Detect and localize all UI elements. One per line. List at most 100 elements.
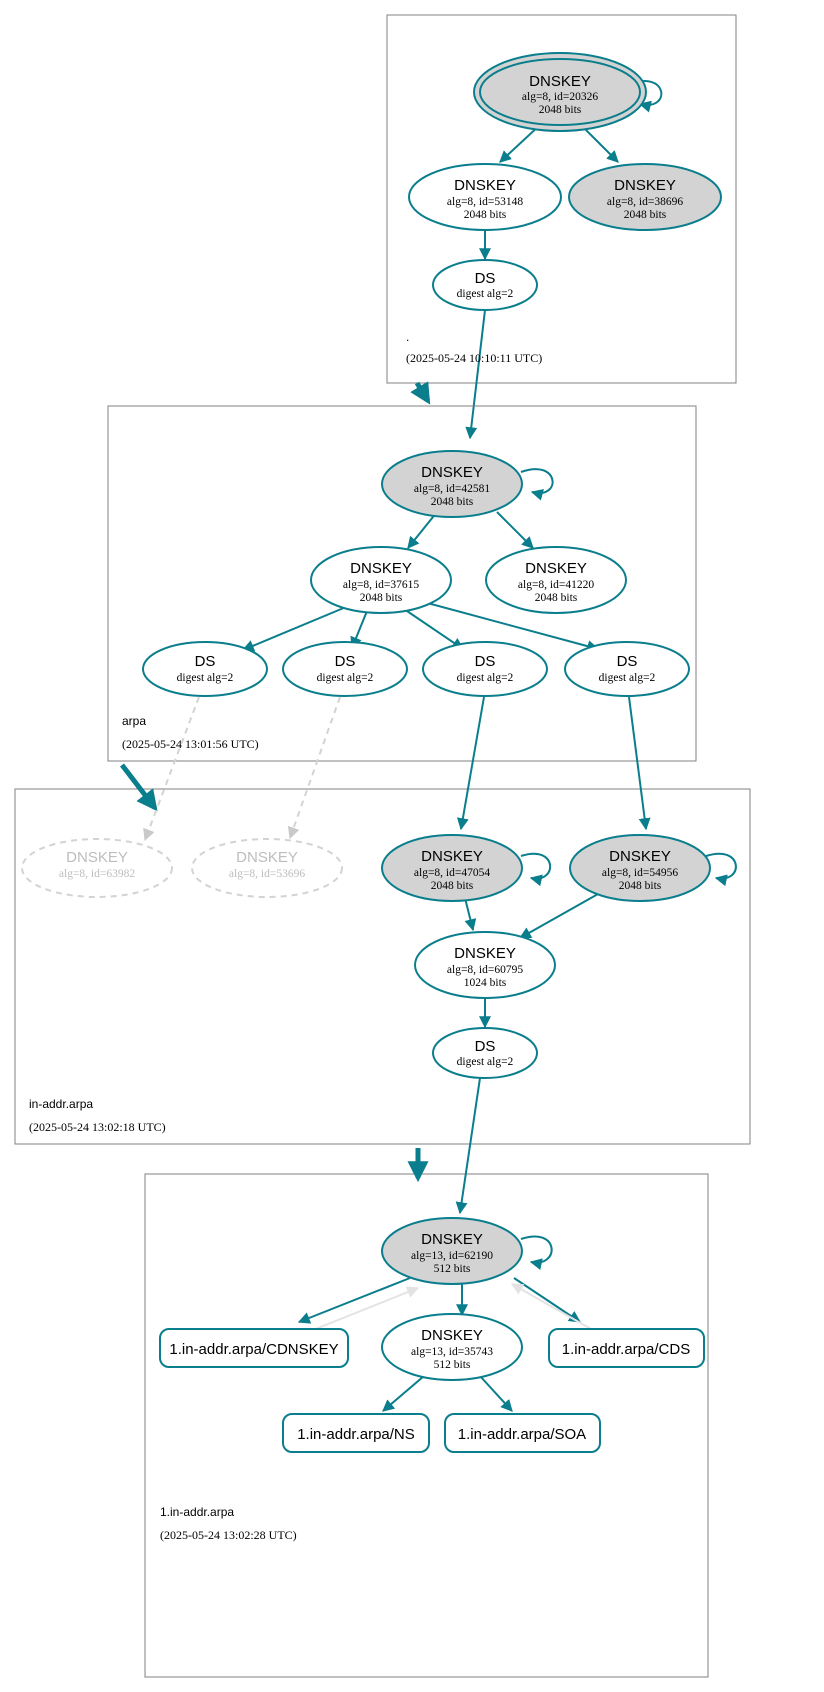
zone-label-arpa: arpa [122,714,146,728]
edge-root-ksk-to-53148 [499,123,542,163]
node-detail-line1: alg=13, id=35743 [411,1346,493,1358]
edge-arpa-37615-to-ds-3 [403,608,464,650]
node-outline-inner [479,58,641,126]
node-outline [569,834,711,902]
zone-root: DNSKEY alg=8, id=20326 2048 bits DNSKEY … [386,14,737,440]
zone-label-root: . [406,330,409,344]
node-rrset-soa[interactable]: 1.in-addr.arpa/SOA [444,1413,601,1453]
node-detail-line1: digest alg=2 [599,672,656,684]
edge-arpa-ksk-to-41220 [496,511,534,549]
edge-ds-to-in-addr-54956 [628,696,651,831]
node-detail-line2: 2048 bits [464,209,507,221]
node-outline [568,163,722,231]
node-outline [159,1328,349,1368]
rrset-label: 1.in-addr.arpa/NS [297,1426,415,1443]
node-type-label: DNSKEY [421,464,483,481]
node-detail-line1: alg=8, id=60795 [447,964,523,976]
node-outline [422,641,548,697]
node-arpa-ds-3[interactable]: DS digest alg=2 [422,641,548,697]
edge-root-ds-to-arpa-dnskey [465,309,486,440]
edge-in-addr-54956-self-sign [705,852,737,887]
node-in-addr-dnskey-60795[interactable]: DNSKEY alg=8, id=60795 1024 bits [414,931,556,999]
node-in-addr-dnskey-53696-nonexistent[interactable]: DNSKEY alg=8, id=53696 [191,838,343,898]
edge-arpa-37615-to-ds-1 [241,606,347,652]
node-outline [191,838,343,898]
node-rrset-ns[interactable]: 1.in-addr.arpa/NS [282,1413,430,1453]
node-detail-line1: alg=8, id=38696 [607,196,683,208]
node-arpa-ds-1[interactable]: DS digest alg=2 [142,641,268,697]
node-outline [282,1413,430,1453]
node-in-addr-dnskey-47054[interactable]: DNSKEY alg=8, id=47054 2048 bits [381,834,523,902]
node-detail-line2: 512 bits [434,1263,471,1275]
node-detail-line2: 2048 bits [624,209,667,221]
node-type-label: DNSKEY [421,1231,483,1248]
edge-root-ksk-to-38696 [579,123,619,163]
edge-one-62190-to-cdnskey [297,1277,411,1324]
edge-ds-to-one-62190 [455,1077,481,1215]
node-type-label: DNSKEY [525,560,587,577]
node-type-label: DNSKEY [66,849,128,866]
node-rrset-cds[interactable]: 1.in-addr.arpa/CDS [548,1328,705,1368]
node-type-label: DS [475,270,496,287]
node-detail-line1: digest alg=2 [457,672,514,684]
edge-one-35743-to-soa [479,1375,513,1412]
node-detail-line1: digest alg=2 [457,1056,514,1068]
node-detail-line2: 2048 bits [535,592,578,604]
rrset-label: 1.in-addr.arpa/CDS [562,1341,690,1358]
node-detail-line1: alg=13, id=62190 [411,1250,493,1262]
edge-delegation-root-to-arpa [410,381,431,405]
node-type-label: DS [335,653,356,670]
zone-one-in-addr-arpa: DNSKEY alg=13, id=62190 512 bits DNSKEY … [144,1077,709,1678]
edge-arpa-ksk-self-sign [520,468,554,501]
node-type-label: DS [195,653,216,670]
edge-one-62190-self-sign [520,1235,553,1271]
rrset-label: 1.in-addr.arpa/CDNSKEY [169,1341,338,1358]
node-detail-line1: alg=8, id=42581 [414,483,490,495]
node-detail-line1: digest alg=2 [177,672,234,684]
node-detail-line1: alg=8, id=53696 [229,868,305,880]
node-one-dnskey-35743[interactable]: DNSKEY alg=13, id=35743 512 bits [381,1313,523,1381]
edge-in-addr-47054-self-sign [520,852,552,887]
edge-one-62190-to-cds [513,1277,581,1323]
node-arpa-dnskey-37615[interactable]: DNSKEY alg=8, id=37615 2048 bits [310,546,452,614]
edge-cds-to-one-62190 [510,1283,592,1330]
zone-in-addr-arpa: DNSKEY alg=8, id=63982 DNSKEY alg=8, id=… [14,696,751,1145]
edge-in-addr-47054-to-60795 [464,897,477,932]
node-arpa-dnskey-42581[interactable]: DNSKEY alg=8, id=42581 2048 bits [381,450,523,518]
node-root-ds[interactable]: DS digest alg=2 [432,259,538,311]
node-outline [21,838,173,898]
node-in-addr-dnskey-54956[interactable]: DNSKEY alg=8, id=54956 2048 bits [569,834,711,902]
node-detail-line1: alg=8, id=54956 [602,867,678,879]
zone-in-addr-arpa-border [14,788,751,1145]
node-outline [432,259,538,311]
node-arpa-dnskey-41220[interactable]: DNSKEY alg=8, id=41220 2048 bits [485,546,627,614]
node-detail-line2: 2048 bits [431,496,474,508]
node-root-dnskey-20326[interactable]: DNSKEY alg=8, id=20326 2048 bits [473,52,647,132]
node-type-label: DS [475,1038,496,1055]
node-detail-line2: 512 bits [434,1359,471,1371]
node-outline [142,641,268,697]
node-rrset-cdnskey[interactable]: 1.in-addr.arpa/CDNSKEY [159,1328,349,1368]
node-one-dnskey-62190[interactable]: DNSKEY alg=13, id=62190 512 bits [381,1217,523,1285]
node-root-dnskey-53148[interactable]: DNSKEY alg=8, id=53148 2048 bits [408,163,562,231]
node-arpa-ds-2[interactable]: DS digest alg=2 [282,641,408,697]
rrset-label: 1.in-addr.arpa/SOA [458,1426,586,1443]
node-detail-line2: 1024 bits [464,977,507,989]
edge-ds-to-nonexistent-53696 [287,696,341,840]
node-in-addr-dnskey-63982-nonexistent[interactable]: DNSKEY alg=8, id=63982 [21,838,173,898]
node-root-dnskey-38696[interactable]: DNSKEY alg=8, id=38696 2048 bits [568,163,722,231]
edge-delegation-arpa-to-in-addr-arpa [120,763,158,812]
node-arpa-ds-4[interactable]: DS digest alg=2 [564,641,690,697]
node-type-label: DNSKEY [350,560,412,577]
node-type-label: DNSKEY [609,848,671,865]
node-in-addr-ds[interactable]: DS digest alg=2 [432,1027,538,1079]
node-outline [485,546,627,614]
node-outline [381,834,523,902]
edge-arpa-37615-to-ds-4 [419,600,600,652]
zone-arpa-border [107,405,697,762]
node-detail-line2: 2048 bits [431,880,474,892]
node-detail-line1: alg=8, id=37615 [343,579,419,591]
node-detail-line2: 2048 bits [539,104,582,116]
edge-arpa-ksk-to-37615 [407,511,438,549]
